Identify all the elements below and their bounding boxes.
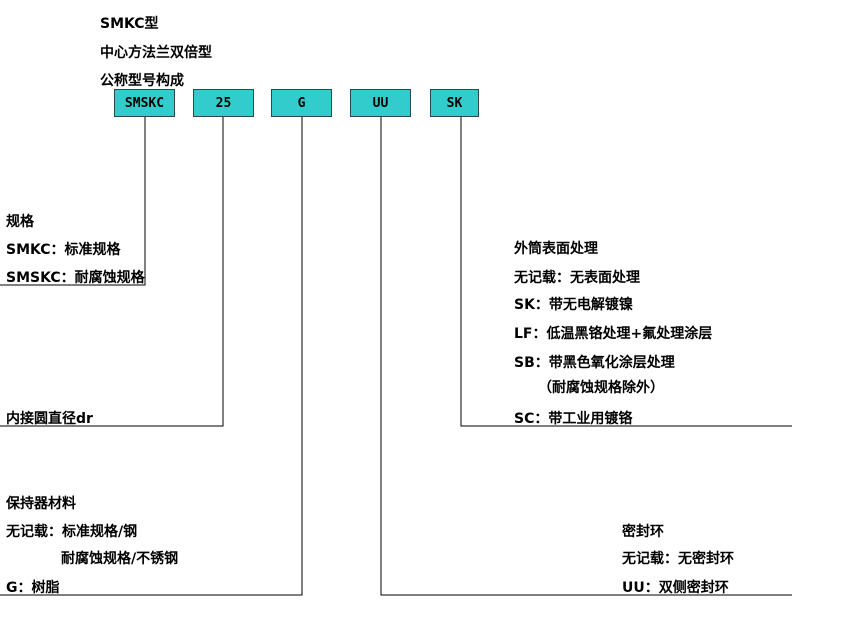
connector-surface	[460, 117, 792, 427]
retainer-item-standard: 无记载：标准规格/钢	[6, 524, 138, 540]
code-box-seal: UU	[350, 89, 411, 117]
title-line-3: 公称型号构成	[100, 73, 184, 89]
connector-diameter	[0, 117, 224, 427]
connector-retainer	[0, 117, 303, 596]
surface-heading: 外筒表面处理	[514, 241, 598, 257]
seal-item-uu: UU：双侧密封环	[622, 580, 729, 596]
spec-item-corrosion: SMSKC：耐腐蚀规格	[6, 270, 145, 286]
surface-item-lf: LF：低温黑铬处理+氟处理涂层	[514, 326, 713, 342]
seal-item-none: 无记载：无密封环	[622, 551, 734, 567]
title-line-1: SMKC型	[100, 16, 159, 32]
surface-item-sk: SK：带无电解镀镍	[514, 297, 633, 313]
seal-heading: 密封环	[622, 524, 664, 540]
surface-item-sb-note: （耐腐蚀规格除外）	[538, 380, 664, 396]
inscribed-diameter-label: 内接圆直径dr	[6, 411, 93, 427]
code-box-retainer: G	[271, 89, 332, 117]
retainer-item-stainless: 耐腐蚀规格/不锈钢	[61, 551, 179, 567]
connector-spec	[0, 117, 146, 286]
retainer-item-resin: G：树脂	[6, 580, 60, 596]
code-box-surface: SK	[430, 89, 479, 117]
spec-item-standard: SMKC：标准规格	[6, 242, 121, 258]
spec-heading: 规格	[6, 214, 34, 230]
surface-item-none: 无记载：无表面处理	[514, 270, 640, 286]
surface-item-sc: SC：带工业用镀铬	[514, 411, 633, 427]
code-box-spec: SMSKC	[114, 89, 175, 117]
surface-item-sb: SB：带黑色氧化涂层处理	[514, 355, 675, 371]
connector-seal	[380, 117, 792, 596]
title-line-2: 中心方法兰双倍型	[100, 45, 212, 61]
retainer-heading: 保持器材料	[6, 496, 76, 512]
code-box-diameter: 25	[193, 89, 254, 117]
